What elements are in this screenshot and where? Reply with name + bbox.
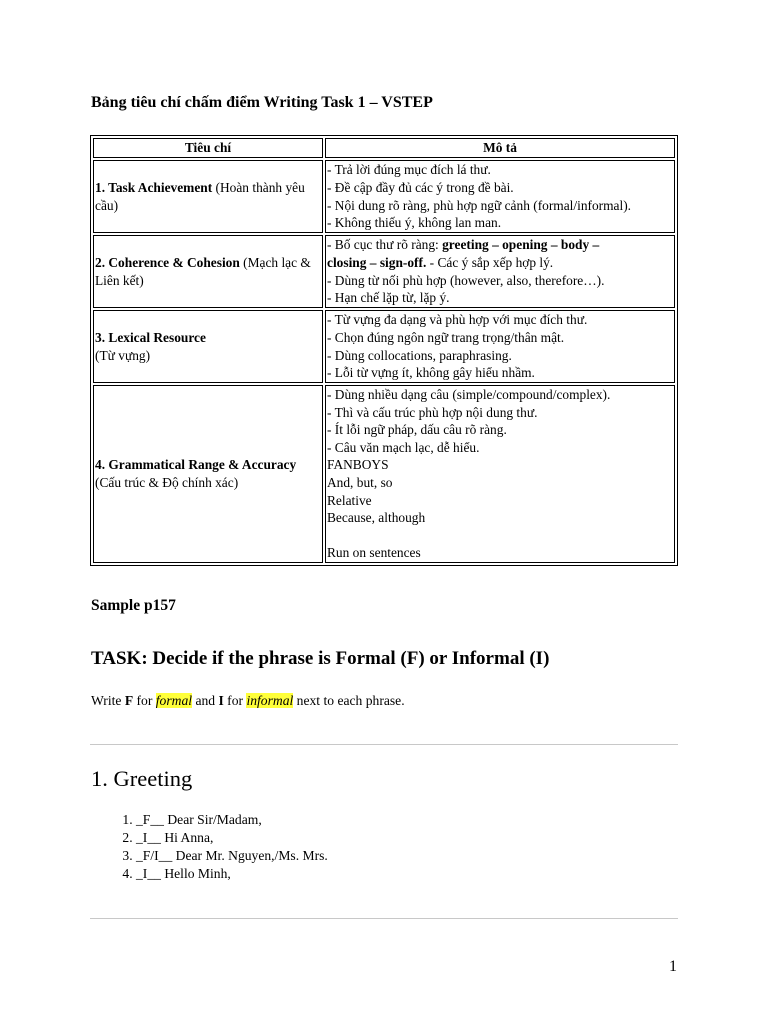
blank-line bbox=[327, 527, 673, 545]
instruction-text: for bbox=[223, 693, 247, 708]
description-cell: - Bố cục thư rõ ràng: greeting – opening… bbox=[325, 235, 675, 308]
task-instruction: Write F for formal and I for informal ne… bbox=[91, 693, 405, 709]
criterion-translation: (Cấu trúc & Độ chính xác) bbox=[95, 474, 239, 490]
description-line: closing – sign-off. - Các ý sắp xếp hợp … bbox=[327, 254, 673, 272]
document-title: Bảng tiêu chí chấm điểm Writing Task 1 –… bbox=[91, 94, 433, 111]
criterion-name: 1. Task Achievement bbox=[95, 179, 213, 195]
criterion-name: 3. Lexical Resource bbox=[95, 329, 206, 345]
informal-highlight: informal bbox=[246, 693, 294, 708]
instruction-text: Write bbox=[91, 693, 125, 708]
description-line: - Không thiếu ý, không lan man. bbox=[327, 215, 502, 231]
list-item: _F__ Dear Sir/Madam, bbox=[136, 811, 328, 829]
description-text: - Bố cục thư rõ ràng: bbox=[327, 237, 443, 253]
page-number: 1 bbox=[669, 958, 677, 975]
description-text: - Các ý sắp xếp hợp lý. bbox=[426, 254, 554, 270]
description-cell: - Từ vựng đa dạng và phù hợp với mục đíc… bbox=[325, 310, 675, 383]
description-line: Run on sentences bbox=[327, 545, 421, 561]
description-line: - Bố cục thư rõ ràng: greeting – opening… bbox=[327, 236, 673, 254]
task-heading: TASK: Decide if the phrase is Formal (F)… bbox=[91, 648, 550, 669]
letter-structure-text: greeting – opening – body – bbox=[442, 237, 600, 253]
description-line: - Đề cập đầy đủ các ý trong đề bài. bbox=[327, 179, 514, 195]
criterion-cell: 1. Task Achievement (Hoàn thành yêu cầu) bbox=[93, 160, 323, 233]
description-line: FANBOYS bbox=[327, 457, 389, 473]
formal-code: F bbox=[124, 693, 134, 708]
criterion-name: 2. Coherence & Cohesion bbox=[95, 254, 240, 270]
list-item: _I__ Hi Anna, bbox=[136, 829, 328, 847]
description-cell: - Trả lời đúng mục đích lá thư. - Đề cập… bbox=[325, 160, 675, 233]
sample-label: Sample p157 bbox=[91, 597, 176, 614]
list-item: _F/I__ Dear Mr. Nguyen,/Ms. Mrs. bbox=[136, 847, 328, 865]
criterion-cell: 4. Grammatical Range & Accuracy (Cấu trú… bbox=[93, 385, 323, 563]
description-line: - Dùng collocations, paraphrasing. bbox=[327, 347, 512, 363]
divider bbox=[90, 918, 678, 919]
list-item: _I__ Hello Minh, bbox=[136, 865, 328, 883]
description-line: - Chọn đúng ngôn ngữ trang trọng/thân mậ… bbox=[327, 329, 565, 345]
description-line: - Dùng từ nối phù hợp (however, also, th… bbox=[327, 272, 605, 288]
description-line: - Ít lỗi ngữ pháp, dấu câu rõ ràng. bbox=[327, 422, 507, 438]
description-line: - Trả lời đúng mục đích lá thư. bbox=[327, 162, 491, 178]
description-cell: - Dùng nhiều dạng câu (simple/compound/c… bbox=[325, 385, 675, 563]
description-line: And, but, so bbox=[327, 474, 393, 490]
greeting-list: _F__ Dear Sir/Madam, _I__ Hi Anna, _F/I_… bbox=[91, 811, 328, 883]
description-line: Relative bbox=[327, 492, 372, 508]
description-line: - Hạn chế lặp từ, lặp ý. bbox=[327, 290, 450, 306]
column-header-description: Mô tả bbox=[325, 138, 675, 158]
instruction-text: next to each phrase. bbox=[293, 693, 405, 708]
instruction-text: and bbox=[192, 693, 219, 708]
criterion-translation: (Hoàn thành yêu cầu) bbox=[95, 179, 305, 213]
criterion-name: 4. Grammatical Range & Accuracy bbox=[95, 457, 297, 473]
table-header-row: Tiêu chí Mô tả bbox=[93, 138, 675, 158]
description-line: - Từ vựng đa dạng và phù hợp với mục đíc… bbox=[327, 312, 588, 328]
letter-structure-text: closing – sign-off. bbox=[327, 254, 427, 270]
column-header-criteria: Tiêu chí bbox=[93, 138, 323, 158]
description-line: - Lỗi từ vựng ít, không gây hiểu nhầm. bbox=[327, 365, 535, 381]
section-heading: 1. Greeting bbox=[91, 766, 193, 791]
criterion-translation: (Mạch lạc & Liên kết) bbox=[95, 254, 311, 288]
criterion-translation: (Từ vựng) bbox=[95, 347, 151, 363]
description-line: - Dùng nhiều dạng câu (simple/compound/c… bbox=[327, 387, 611, 402]
table-row: 3. Lexical Resource (Từ vựng) - Từ vựng đ… bbox=[93, 310, 675, 383]
informal-code: I bbox=[218, 693, 224, 708]
description-line: - Thì và cấu trúc phù hợp nội dung thư. bbox=[327, 404, 538, 420]
description-line: - Câu văn mạch lạc, dễ hiểu. bbox=[327, 439, 480, 455]
instruction-text: for bbox=[133, 693, 156, 708]
table-row: 1. Task Achievement (Hoàn thành yêu cầu)… bbox=[93, 160, 675, 233]
criteria-table: Tiêu chí Mô tả 1. Task Achievement (Hoàn… bbox=[90, 135, 678, 566]
divider bbox=[90, 744, 678, 745]
description-line: Because, although bbox=[327, 510, 426, 526]
table-row: 2. Coherence & Cohesion (Mạch lạc & Liên… bbox=[93, 235, 675, 308]
table-row: 4. Grammatical Range & Accuracy (Cấu trú… bbox=[93, 385, 675, 563]
criterion-cell: 2. Coherence & Cohesion (Mạch lạc & Liên… bbox=[93, 235, 323, 308]
description-line: - Nội dung rõ ràng, phù hợp ngữ cảnh (fo… bbox=[327, 197, 632, 213]
criterion-cell: 3. Lexical Resource (Từ vựng) bbox=[93, 310, 323, 383]
formal-highlight: formal bbox=[155, 693, 193, 708]
